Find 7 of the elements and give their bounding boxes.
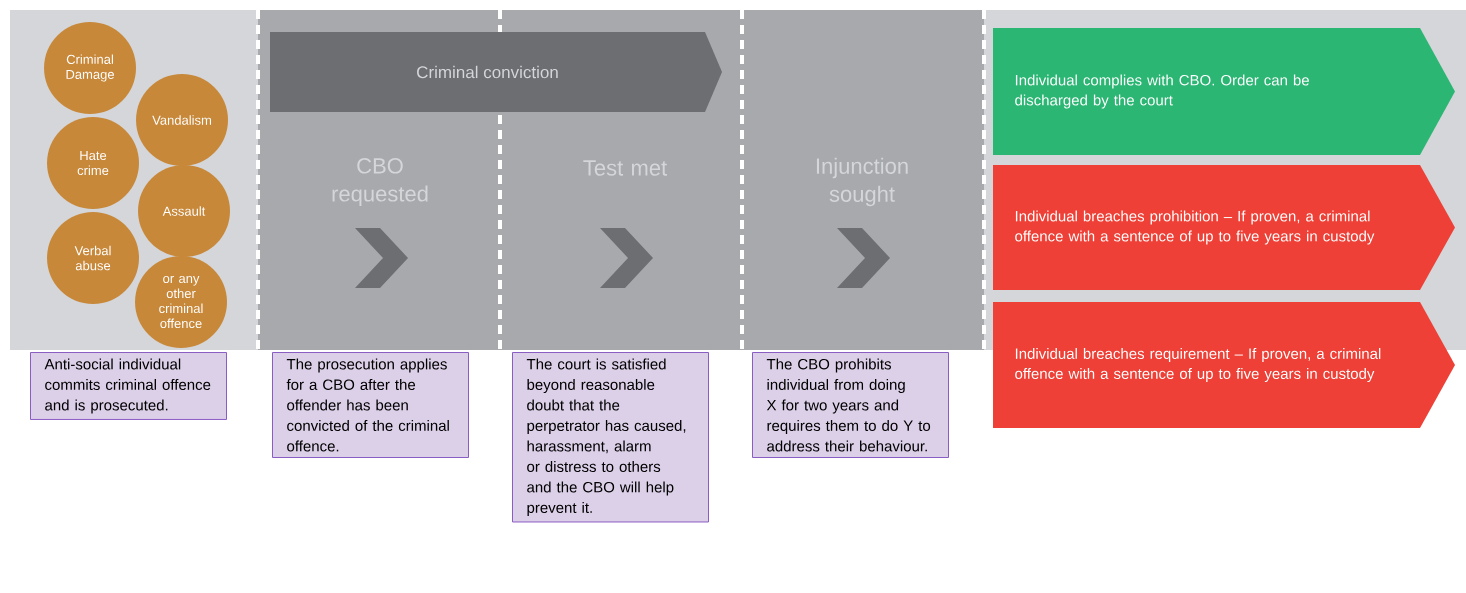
description-box: The CBO prohibits individual from doing X for two years and requires them to do Y to address their behaviour.: [752, 352, 949, 458]
description-box: The court is satisfied beyond reasonable doubt that the perpetrator has caused, harassment, alarm or distress to others and the CBO will help prevent it.: [512, 352, 709, 523]
outcome-panel: Individual breaches prohibition – If proven, a criminal offence with a sentence of up to five years in custody: [993, 165, 1455, 290]
description-box: The prosecution applies for a CBO after the offender has been convicted of the criminal offence.: [272, 352, 469, 458]
description-box: Anti-social individual commits criminal offence and is prosecuted.: [30, 352, 227, 420]
outcome-panel: Individual complies with CBO. Order can be discharged by the court: [993, 28, 1455, 155]
outcome-panel: Individual breaches requirement – If proven, a criminal offence with a sentence of up to five years in custody: [993, 302, 1455, 428]
